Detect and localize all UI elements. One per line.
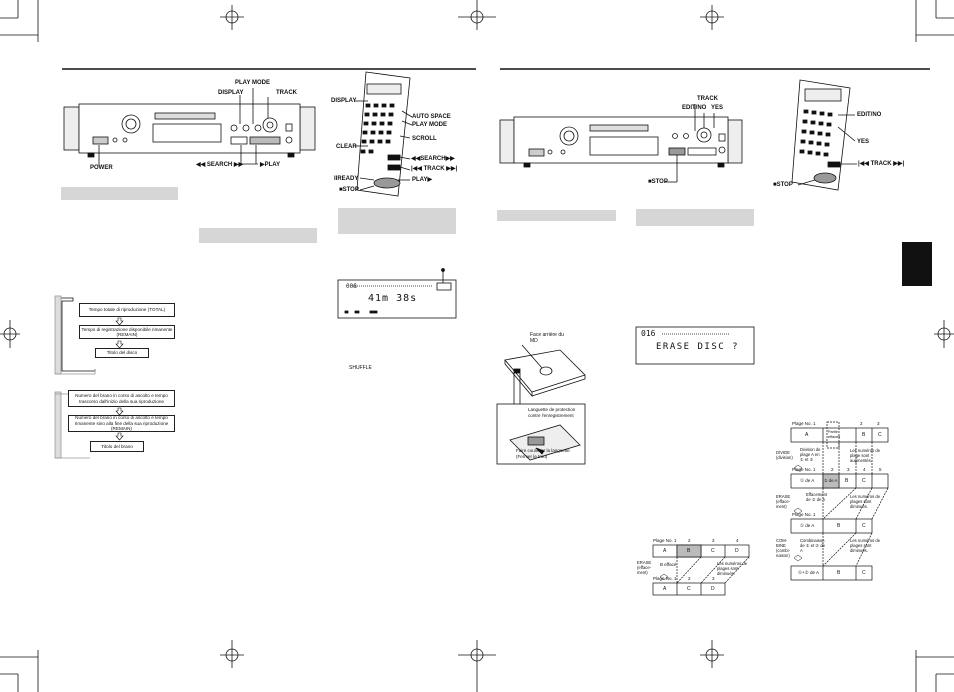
right-edit-no-label: EDIT/NO: [682, 105, 707, 111]
decrease-note-2: Les numéros de plages sont diminués.: [850, 538, 881, 553]
erase-note: Les numéros de plages sont diminués.: [717, 561, 748, 576]
erase-cell-d: D: [735, 548, 739, 554]
edit-n2-3: 3: [847, 467, 850, 472]
erase-plage-label-2: Plage No. 1: [653, 576, 677, 581]
erase-cell-a: A: [663, 548, 667, 554]
remote-yes-label: YES: [857, 139, 870, 145]
edit-r3-c: C: [862, 523, 866, 529]
power-label: POWER: [90, 165, 113, 171]
decrease-note: Les numéros de plages sont diminués.: [850, 494, 881, 509]
edit-r4-b: B: [837, 570, 841, 576]
md-slide-label: Faire coulisser la languette (Fermer le …: [516, 448, 570, 459]
combine-label: COM-BINE (combi-naison): [776, 538, 790, 558]
erase-label: ERASE (efface-ment): [637, 560, 652, 575]
display-label: DISPLAY: [218, 90, 244, 96]
erase-b-cell-d: D: [711, 586, 715, 592]
remote-scroll-label: SCROLL: [412, 136, 437, 142]
flow1-box-3: Titolo del disco: [95, 348, 149, 358]
edit-plage-label-3: Plage No. 1: [792, 512, 816, 517]
edit-r2-2a: ② de A: [824, 478, 838, 483]
search-label: ◀◀ SEARCH ▶▶: [196, 162, 244, 168]
edit-plage-label-2: Plage No. 1: [792, 467, 816, 472]
remote-stop-label-right: ■STOP: [773, 182, 793, 188]
erase-num-3: 3: [712, 538, 715, 543]
flow1-box-2: Tempo di registrazione disponibile riman…: [79, 325, 175, 339]
track-label: TRACK: [276, 90, 297, 96]
edit-r2-1a: ① de A: [800, 478, 815, 483]
remote-track-label-right: |◀◀ TRACK ▶▶|: [858, 161, 905, 167]
play-mode-label: PLAY MODE: [235, 80, 271, 86]
b-efface-label: B effacé: [660, 562, 677, 567]
remote-auto-space-label: AUTO SPACE: [412, 114, 451, 120]
edit-r1-a: A: [805, 432, 809, 438]
edit-num-3: 3: [877, 421, 880, 426]
increase-note: Les numéros de plage sont augmentés.: [850, 448, 881, 463]
lcd-erase-text: ERASE DISC ?: [656, 342, 740, 352]
lcd-time: 41m 38s: [368, 293, 418, 304]
combine-note: Combinaison de ① et ② de A: [800, 538, 825, 553]
play-label: ▶PLAY: [260, 162, 281, 168]
edit-r1-c: C: [878, 432, 882, 438]
lcd-small-value: 008: [346, 283, 357, 290]
shuffle-label: SHUFFLE: [349, 365, 372, 371]
remote-play-label: PLAY▶: [412, 177, 433, 183]
remote-search-label: ◀◀SEARCH▶▶: [411, 156, 455, 162]
flow1-box-1: Tempo totale di riproduzione (TOTAL): [79, 303, 175, 317]
effacement-note: Effacement de ② de A: [806, 492, 828, 502]
erase-cell-b: B: [687, 548, 691, 554]
partie-label: Partie effacée: [828, 430, 841, 439]
remote-edit-no-label: EDIT/NO: [857, 112, 882, 118]
erase-num-4: 4: [736, 538, 739, 543]
remote-display-label: DISPLAY: [331, 98, 357, 104]
erase-b-cell-c: C: [687, 586, 691, 592]
divide-note: Division de plage A en ① et ②: [800, 447, 821, 462]
edit-n2-5: 5: [879, 467, 882, 472]
right-yes-label: YES: [711, 105, 724, 111]
edit-r3-1a: ① de A: [800, 523, 815, 528]
lcd-number: 016: [641, 329, 656, 338]
edit-r4-combined: ①+② de A: [798, 570, 819, 575]
remote-track-label: |◀◀ TRACK ▶▶|: [411, 166, 458, 172]
edit-r3-b: B: [837, 523, 841, 529]
edit-plage-label: Plage No. 1: [792, 421, 816, 426]
erase-plage-label: Plage No. 1: [653, 538, 677, 543]
edit-n2-4: 4: [863, 467, 866, 472]
erase-cell-c: C: [711, 548, 715, 554]
flow2-box-1: Numero del brano in corso di ascolto e t…: [68, 390, 175, 407]
md-face-label: Face arrière du MD: [530, 332, 564, 344]
remote-stop-label: ■STOP: [339, 187, 359, 193]
edit-num-2: 2: [860, 421, 863, 426]
divide-label: DIVIDE (division): [776, 450, 793, 460]
edit-erase-label: ERASE (efface-ment): [776, 494, 791, 509]
right-track-label: TRACK: [697, 96, 718, 102]
flow2-box-3: Titolo del brano: [90, 441, 144, 452]
remote-ready-label: IIREADY: [334, 176, 359, 182]
edit-r4-c: C: [862, 570, 866, 576]
edit-r2-c: C: [862, 478, 866, 484]
erase-num-b3: 3: [712, 576, 715, 581]
md-tab-label: Languette de protection contre l'enregis…: [528, 407, 576, 418]
flow2-box-2: Numero del brano in corso di ascolto e t…: [68, 415, 175, 432]
remote-play-mode-label: PLAY MODE: [412, 122, 448, 128]
edit-r2-b: B: [845, 478, 849, 484]
edit-r1-b: B: [862, 432, 866, 438]
erase-b-cell-a: A: [663, 586, 667, 592]
edit-n2-2: 2: [831, 467, 834, 472]
erase-num-b2: 2: [688, 576, 691, 581]
right-stop-label: ■STOP: [648, 179, 668, 185]
erase-num-2: 2: [688, 538, 691, 543]
remote-clear-label: CLEAR: [336, 144, 357, 150]
